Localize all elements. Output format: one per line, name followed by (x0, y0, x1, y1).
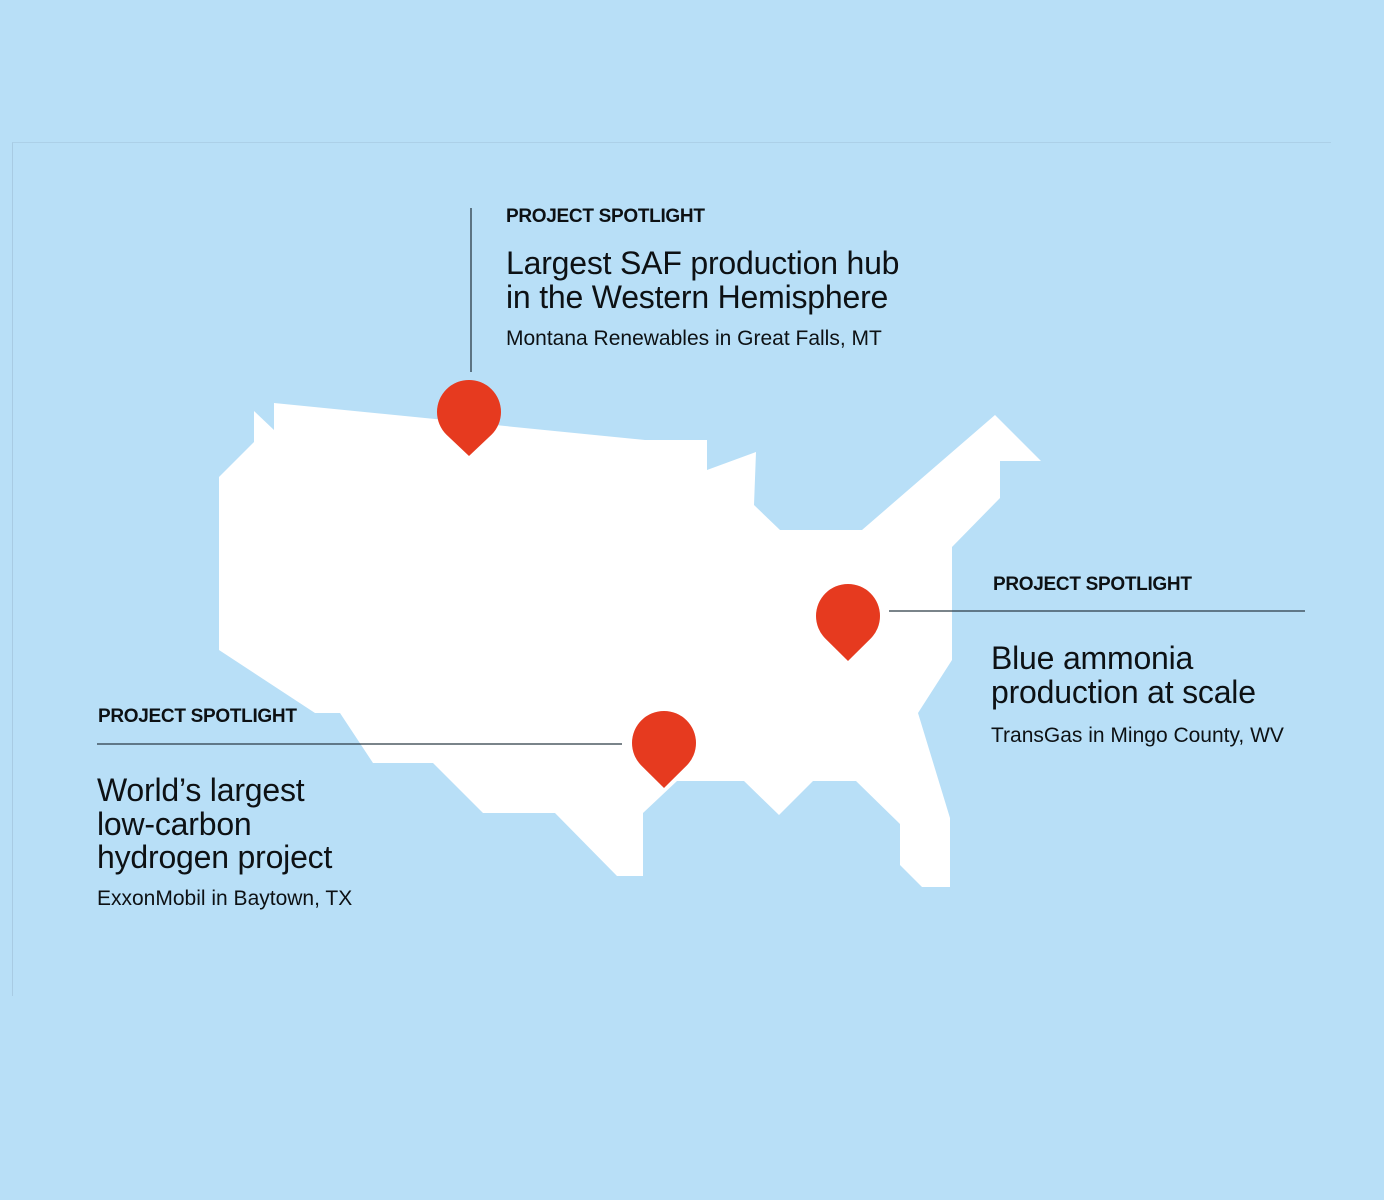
map-pin-west-virginia-icon[interactable] (816, 583, 880, 661)
headline-line: production at scale (991, 673, 1256, 710)
callout-location: ExxonMobil in Baytown, TX (97, 886, 353, 910)
callout-montana: PROJECT SPOTLIGHT Largest SAF production… (506, 206, 899, 351)
headline-line: in the Western Hemisphere (506, 278, 889, 315)
callout-headline: Largest SAF production hub in the Wester… (506, 245, 900, 315)
headline-line: hydrogen project (97, 839, 333, 875)
callout-eyebrow: PROJECT SPOTLIGHT (993, 574, 1192, 595)
us-land-shape (219, 403, 1041, 887)
headline-line: World’s largest (97, 772, 305, 808)
headline-line: low-carbon (97, 805, 252, 842)
headline-line: Blue ammonia (991, 640, 1194, 676)
callout-headline: Blue ammonia production at scale (991, 640, 1284, 710)
callout-eyebrow: PROJECT SPOTLIGHT (98, 706, 297, 727)
callout-west-virginia: PROJECT SPOTLIGHT Blue ammonia productio… (991, 574, 1284, 748)
map-pin-texas-icon[interactable] (632, 710, 696, 788)
callout-location: TransGas in Mingo County, WV (991, 724, 1284, 747)
headline-line: Largest SAF production hub (506, 245, 900, 281)
map-pin-montana-icon[interactable] (437, 379, 501, 456)
callout-eyebrow: PROJECT SPOTLIGHT (506, 206, 705, 227)
callout-headline: World’s largest low-carbon hydrogen proj… (97, 772, 352, 875)
callout-location: Montana Renewables in Great Falls, MT (506, 327, 882, 350)
callout-texas: PROJECT SPOTLIGHT World’s largest low-ca… (97, 706, 353, 911)
